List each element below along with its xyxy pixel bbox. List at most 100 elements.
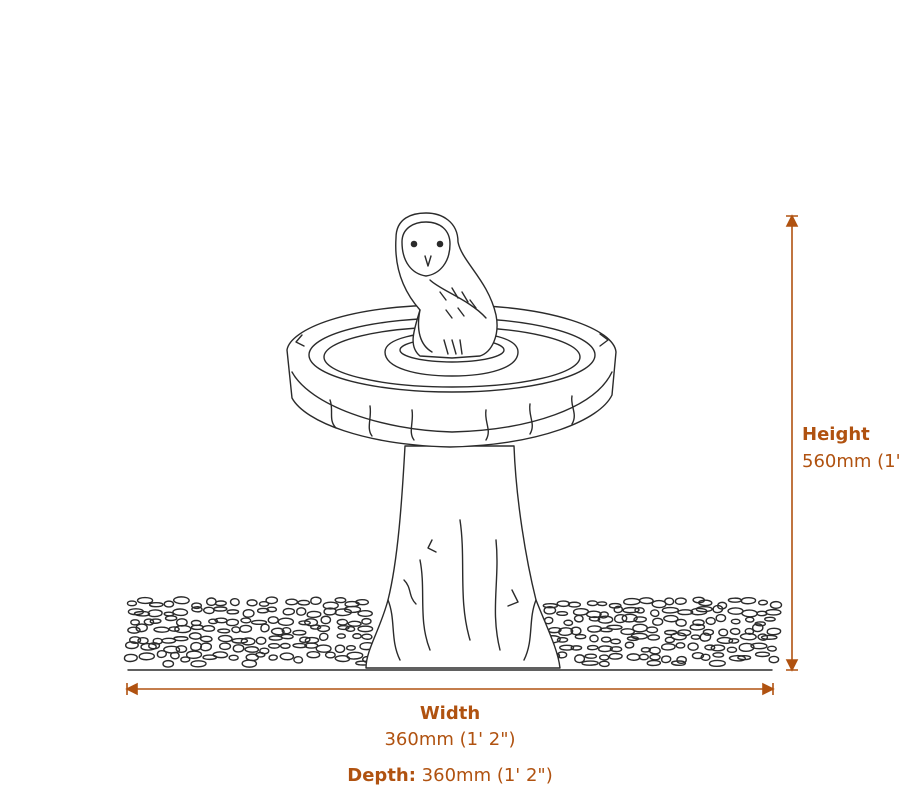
gravel-stone — [624, 641, 635, 649]
gravel-stone — [674, 597, 687, 605]
gravel-stone — [691, 652, 705, 660]
gravel-stone — [705, 616, 716, 626]
gravel-stone — [336, 618, 349, 626]
gravel-stone — [609, 646, 623, 653]
gravel-stone — [737, 654, 752, 661]
gravel-stone — [126, 600, 138, 607]
gravel-stone — [585, 610, 602, 619]
gravel-stone — [127, 626, 141, 634]
gravel-stone — [677, 609, 694, 616]
gravel-stone — [304, 636, 320, 644]
gravel-stone — [190, 641, 203, 652]
gravel-stone — [765, 608, 782, 616]
gravel-stone — [620, 628, 635, 636]
gravel-stone — [242, 608, 255, 618]
gravel-stone — [608, 602, 622, 609]
gravel-stone — [148, 642, 161, 650]
gravel-stone — [727, 597, 742, 603]
gravel-stone — [754, 651, 771, 658]
gravel-stone — [690, 634, 701, 640]
gravel-stone — [738, 642, 755, 653]
gravel-stone — [586, 644, 599, 651]
gravel-stone — [130, 619, 140, 626]
gravel-stone — [652, 617, 664, 626]
gravel-stone — [661, 606, 679, 614]
gravel-stone — [191, 602, 203, 610]
gravel-stone — [352, 633, 362, 640]
gravel-stone — [357, 610, 373, 617]
gravel-stone — [608, 652, 623, 660]
gravel-stone — [676, 655, 687, 664]
gravel-stone — [180, 656, 191, 663]
height-label: Height — [802, 424, 870, 445]
gravel-stone — [138, 652, 155, 661]
gravel-stone — [664, 636, 675, 644]
gravel-stone — [217, 628, 231, 634]
gravel-stone — [336, 633, 347, 639]
gravel-stone — [136, 596, 154, 605]
gravel-stone — [716, 636, 734, 645]
gravel-stone — [175, 645, 188, 654]
gravel-stone — [345, 625, 356, 632]
gravel-stone — [174, 624, 192, 634]
gravel-stone — [717, 601, 728, 610]
gravel-stone — [239, 624, 253, 633]
gravel-stone — [763, 616, 776, 622]
gravel-stone — [199, 635, 213, 643]
gravel-stone — [304, 618, 319, 627]
gravel-stone — [137, 637, 149, 645]
gravel-stone — [163, 611, 175, 617]
gravel-stone — [712, 652, 725, 658]
depth-line: Depth: 360mm (1' 2") — [0, 765, 900, 786]
gravel-stone — [556, 610, 569, 617]
gravel-stone — [324, 651, 336, 659]
gravel-stone — [769, 600, 783, 609]
gravel-stone — [712, 604, 724, 614]
gravel-stone — [255, 651, 266, 658]
gravel-stone — [645, 626, 659, 634]
gravel-stone — [231, 637, 249, 644]
gravel-stone — [670, 660, 687, 667]
gravel-stone — [750, 642, 768, 650]
gravel-stone — [567, 601, 582, 608]
gravel-stone — [244, 646, 260, 653]
gravel-stone — [355, 598, 370, 606]
gravel-stone — [185, 650, 203, 660]
gravel-stone — [231, 626, 241, 634]
gravel-stone — [357, 625, 374, 633]
gravel-stone — [598, 654, 610, 661]
gravel-stone — [219, 642, 232, 651]
gravel-stone — [702, 628, 715, 636]
gravel-stone — [727, 607, 744, 615]
gravel-stone — [581, 660, 599, 666]
width-dimension-line — [125, 682, 775, 696]
gravel-stone — [751, 623, 764, 633]
gravel-stone — [647, 634, 661, 641]
gravel-stone — [292, 629, 307, 636]
gravel-stone — [741, 609, 758, 618]
gravel-stone — [213, 606, 228, 612]
gravel-stone — [343, 605, 362, 614]
gravel-stone — [125, 641, 139, 650]
gravel-stone — [280, 633, 294, 640]
gravel-stone — [153, 626, 170, 633]
gravel-stone — [589, 634, 599, 643]
gravel-stone — [728, 638, 740, 644]
gravel-stone — [600, 636, 612, 643]
gravel-stone — [760, 634, 778, 640]
gravel-stone — [260, 623, 270, 633]
gravel-stone — [255, 636, 267, 645]
gravel-stone — [316, 624, 331, 633]
gravel-stone — [614, 614, 628, 624]
gravel-stone — [270, 627, 285, 636]
gravel-stone — [133, 610, 151, 617]
gravel-stone — [293, 656, 304, 664]
gravel-stone — [754, 621, 767, 627]
height-dimension-line — [785, 214, 799, 672]
gravel-stone — [212, 651, 229, 659]
gravel-stone — [190, 660, 207, 668]
gravel-stone — [334, 597, 347, 604]
gravel-stone — [606, 624, 623, 630]
gravel-stone — [588, 616, 601, 622]
